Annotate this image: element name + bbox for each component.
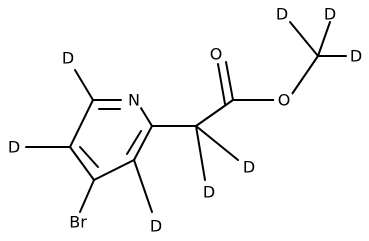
atom-d-ch2-b: D: [203, 183, 215, 202]
bond-ch2-co: [195, 99, 234, 127]
bond-cd3-d-a: [289, 21, 319, 57]
atom-n1: N: [128, 91, 140, 110]
bond-co-o-double-1: [225, 61, 234, 101]
atom-d-c5: D: [8, 138, 20, 157]
bond-oester-cd3: [291, 55, 319, 95]
bond-c3-d: [133, 159, 153, 213]
bond-c3-c4: [93, 159, 135, 181]
bond-c2-c3: [133, 125, 153, 161]
bonds: [25, 21, 347, 213]
bond-ch2-d-b: [195, 125, 206, 181]
atom-d-c6: D: [62, 49, 74, 68]
atom-d-cd3-c: D: [350, 47, 362, 66]
atom-br: Br: [69, 213, 87, 232]
atom-d-cd3-a: D: [276, 5, 288, 24]
bond-c6-d: [74, 69, 94, 101]
bond-c4-c5-inner: [79, 146, 99, 168]
bond-c4-br: [79, 179, 95, 213]
atom-d-c3: D: [150, 217, 162, 236]
atom-o-ester: O: [278, 91, 291, 110]
atom-d-cd3-b: D: [324, 5, 336, 24]
bond-co-o-double-2: [217, 63, 226, 105]
bond-c5-c6: [69, 99, 94, 148]
atom-o-carbonyl: O: [210, 45, 223, 64]
bond-c4-c5: [69, 146, 95, 181]
bond-n1-c2-inner: [126, 130, 142, 155]
bond-ch2-d-a: [195, 125, 239, 161]
atom-d-ch2-a: D: [243, 158, 255, 177]
bond-cd3-d-b: [317, 21, 331, 57]
atom-labels: N O O Br D D D D D D D D: [8, 5, 362, 236]
